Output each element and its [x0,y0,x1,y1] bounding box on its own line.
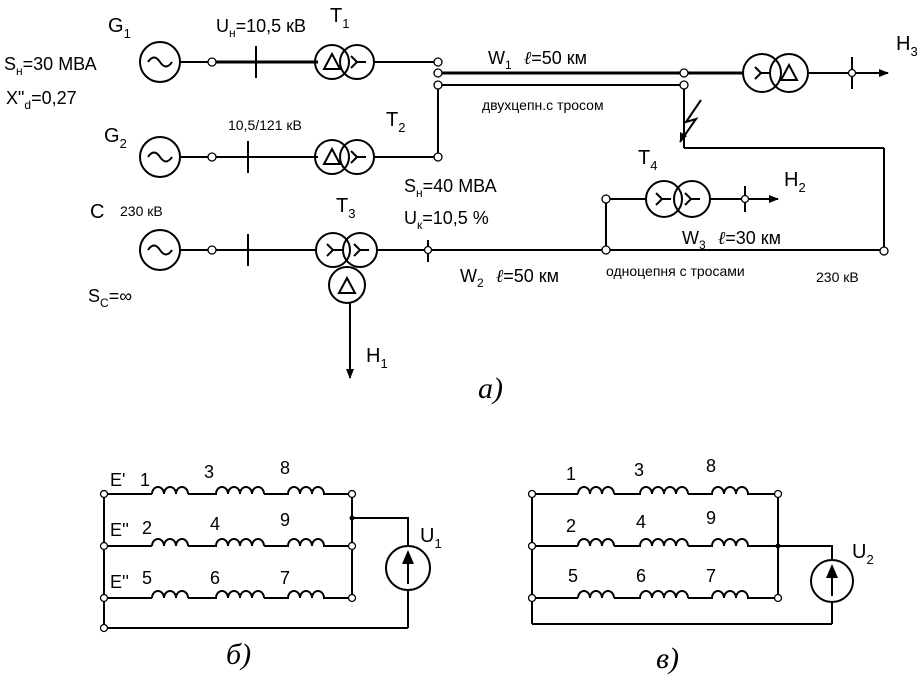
generator-g2 [139,136,318,178]
fault-icon [679,99,702,143]
scheme-c-label-r1c3: 8 [706,456,716,476]
t3-label: T3 [336,195,355,221]
scheme-c-source-label: U2 [852,541,874,567]
system-c-power: SC=∞ [88,286,132,310]
t2-label: T2 [386,109,405,135]
scheme-b-row-1 [151,486,350,495]
g1-rated-voltage: Uн=10,5 кВ [216,16,306,40]
scheme-b-row-2 [151,538,350,547]
scheme-b-label-r3c3: 7 [280,568,290,588]
t4-label: T4 [638,147,657,173]
scheme-b-emf-3: E'' [110,572,129,592]
scheme-c-label-r3c3: 7 [706,566,716,586]
scheme-b-label-r1c3: 8 [280,458,290,478]
system-c-voltage: 230 кВ [120,203,163,219]
scheme-b-label-r2c2: 4 [210,514,220,534]
line-w2-w3 [601,194,889,256]
g2-label: G2 [104,125,127,151]
caption-a: а) [478,372,503,405]
scheme-c-label-r2c2: 4 [636,512,646,532]
generator-g1 [139,41,318,83]
scheme-a: G1 Uн=10,5 кВ Sн=30 МВА X"d=0,27 T1 G2 1… [4,5,918,405]
t3-short-circuit-voltage: Uк=10,5 % [404,208,489,232]
transformer-t1 [314,44,443,80]
scheme-b-source-label: U1 [420,525,442,551]
scheme-b-voltage-source-icon [385,545,431,591]
fault-arrow-icon [680,132,687,142]
scheme-c-label-r2c3: 9 [706,508,716,528]
scheme-b-row-3 [151,590,350,599]
caption-c: в) [656,642,679,675]
voltage-230-label: 230 кВ [816,269,859,285]
line-w1 [433,68,885,247]
transformer-t4 [645,180,779,218]
h1-label: H1 [366,345,388,371]
h2-label: H2 [784,169,806,195]
transformer-h3 [742,53,889,93]
system-c-label: C [90,201,104,223]
w2-note: одноцепня с тросами [606,263,745,279]
g1-reactance: X"d=0,27 [6,88,77,112]
g1-label: G1 [108,15,131,41]
t3-rated-power: Sн=40 МВА [404,176,497,200]
scheme-b-label-r1c1: 1 [140,470,150,490]
scheme-c-label-r3c1: 5 [568,566,578,586]
g2-voltage-ratio: 10,5/121 кВ [228,117,302,133]
scheme-c-label-r1c2: 3 [634,460,644,480]
scheme-c-row-1 [577,486,776,495]
scheme-b-label-r2c1: 2 [142,518,152,538]
scheme-b-label-r2c3: 9 [280,510,290,530]
scheme-c-row-3 [577,590,776,599]
scheme-b-emf-2: E'' [110,520,129,540]
scheme-b-emf-1: E' [110,470,125,490]
scheme-c-label-r1c1: 1 [566,464,576,484]
scheme-c: U2 1 3 8 2 4 9 5 6 7 в) [527,456,874,675]
w1-note: двухцепн.с тросом [482,97,604,113]
transformer-t3 [315,232,602,379]
scheme-c-voltage-source-icon [810,559,854,603]
scheme-c-row-2 [577,538,776,547]
h3-label: H3 [896,33,918,59]
t1-label: T1 [330,5,349,31]
scheme-b-label-r3c2: 6 [210,568,220,588]
scheme-c-label-r2c1: 2 [566,516,576,536]
caption-b: б) [226,638,251,671]
scheme-c-label-r3c2: 6 [636,566,646,586]
scheme-b-label-r1c2: 3 [204,462,214,482]
scheme-b-label-r3c1: 5 [142,568,152,588]
g1-rated-power: Sн=30 МВА [4,54,97,78]
system-c [139,229,316,271]
transformer-t2 [314,89,443,175]
scheme-b: U1 E' E'' E'' 1 3 8 2 4 9 5 6 7 б) [99,458,442,671]
